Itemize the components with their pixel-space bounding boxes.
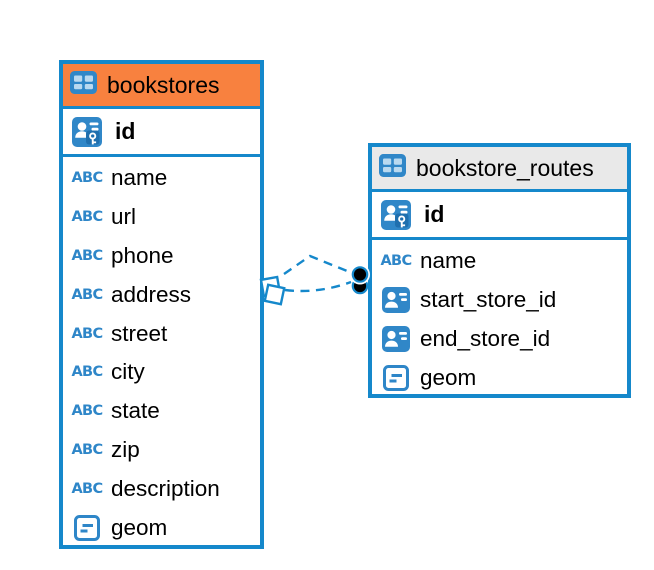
column-row-phone[interactable]: ABC phone xyxy=(63,237,260,276)
relationship-diamond-marker[interactable] xyxy=(259,275,286,306)
column-name: description xyxy=(111,475,220,501)
column-name: url xyxy=(111,204,137,230)
text-type-icon: ABC xyxy=(71,209,103,226)
reference-type-icon xyxy=(378,287,414,314)
column-name: end_store_id xyxy=(420,325,551,351)
column-list: ABC name start_store_id xyxy=(372,240,627,397)
column-row-zip[interactable]: ABC zip xyxy=(63,431,260,470)
table-bookstore-routes[interactable]: bookstore_routes id ABC xyxy=(368,143,631,398)
column-row-street[interactable]: ABC street xyxy=(63,314,260,353)
relationship-endpoint-marker[interactable] xyxy=(350,264,370,295)
column-name: phone xyxy=(111,242,174,268)
text-type-icon: ABC xyxy=(71,247,103,264)
column-name: street xyxy=(111,320,168,346)
text-type-icon: ABC xyxy=(71,325,103,342)
table-title: bookstores xyxy=(107,71,220,98)
text-type-icon: ABC xyxy=(380,253,412,270)
column-name: geom xyxy=(111,514,168,540)
column-name: city xyxy=(111,359,145,385)
text-type-icon: ABC xyxy=(71,441,103,458)
text-type-icon: ABC xyxy=(71,403,103,420)
column-row-url[interactable]: ABC url xyxy=(63,198,260,237)
table-bookstores[interactable]: bookstores id ABC xyxy=(59,60,264,549)
column-row-id[interactable]: id xyxy=(63,109,260,157)
column-row-id[interactable]: id xyxy=(372,192,627,240)
column-name: id xyxy=(424,201,445,227)
column-name: zip xyxy=(111,436,140,462)
text-type-icon: ABC xyxy=(71,286,103,303)
table-title: bookstore_routes xyxy=(416,154,594,181)
primary-key-icon xyxy=(69,116,105,147)
column-row-address[interactable]: ABC address xyxy=(63,275,260,314)
relationship-line-upper[interactable] xyxy=(283,254,353,275)
text-type-icon: ABC xyxy=(71,364,103,381)
column-name: address xyxy=(111,281,192,307)
table-icon xyxy=(70,71,97,99)
column-name: name xyxy=(111,165,168,191)
column-name: name xyxy=(420,248,477,274)
text-type-icon: ABC xyxy=(71,170,103,187)
column-row-end-store-id[interactable]: end_store_id xyxy=(372,320,627,359)
table-icon xyxy=(379,154,406,182)
column-row-description[interactable]: ABC description xyxy=(63,469,260,508)
relationship-line-lower[interactable] xyxy=(284,280,352,293)
column-row-name[interactable]: ABC name xyxy=(63,159,260,198)
primary-key-icon xyxy=(378,199,414,230)
column-row-city[interactable]: ABC city xyxy=(63,353,260,392)
column-row-geom[interactable]: geom xyxy=(63,508,260,547)
table-header-bookstores[interactable]: bookstores xyxy=(63,64,260,109)
column-row-start-store-id[interactable]: start_store_id xyxy=(372,281,627,320)
column-row-geom[interactable]: geom xyxy=(372,358,627,397)
column-name: geom xyxy=(420,364,477,390)
column-name: start_store_id xyxy=(420,287,557,313)
column-list: ABC name ABC url ABC phone ABC address A… xyxy=(63,157,260,547)
column-row-state[interactable]: ABC state xyxy=(63,392,260,431)
geometry-type-icon xyxy=(69,514,105,541)
reference-type-icon xyxy=(378,325,414,352)
column-row-name[interactable]: ABC name xyxy=(372,242,627,281)
geometry-type-icon xyxy=(378,364,414,391)
column-name: state xyxy=(111,398,160,424)
text-type-icon: ABC xyxy=(71,480,103,497)
table-header-bookstore-routes[interactable]: bookstore_routes xyxy=(372,147,627,192)
column-name: id xyxy=(115,118,136,144)
